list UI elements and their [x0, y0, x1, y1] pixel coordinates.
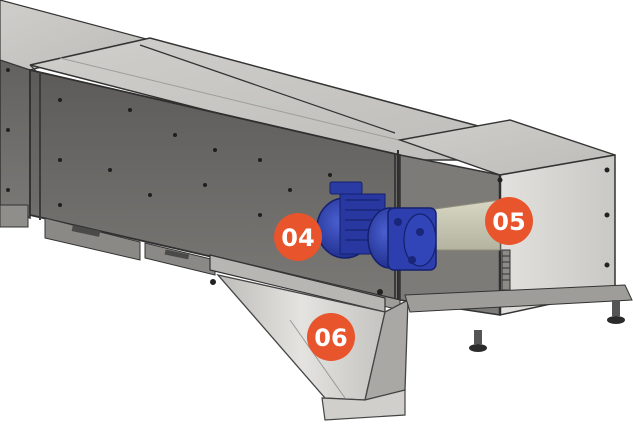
callout-05: 05: [485, 197, 533, 245]
callout-04-label: 04: [281, 224, 314, 252]
hopper: [209, 254, 409, 421]
motor-gearbox: [316, 181, 437, 271]
callout-06-label: 06: [314, 324, 347, 352]
callout-05-label: 05: [492, 208, 525, 236]
drive-end-housing: [397, 119, 633, 352]
callout-04: 04: [274, 213, 322, 261]
housing-section-left: [0, 0, 153, 228]
callout-06: 06: [307, 313, 355, 361]
